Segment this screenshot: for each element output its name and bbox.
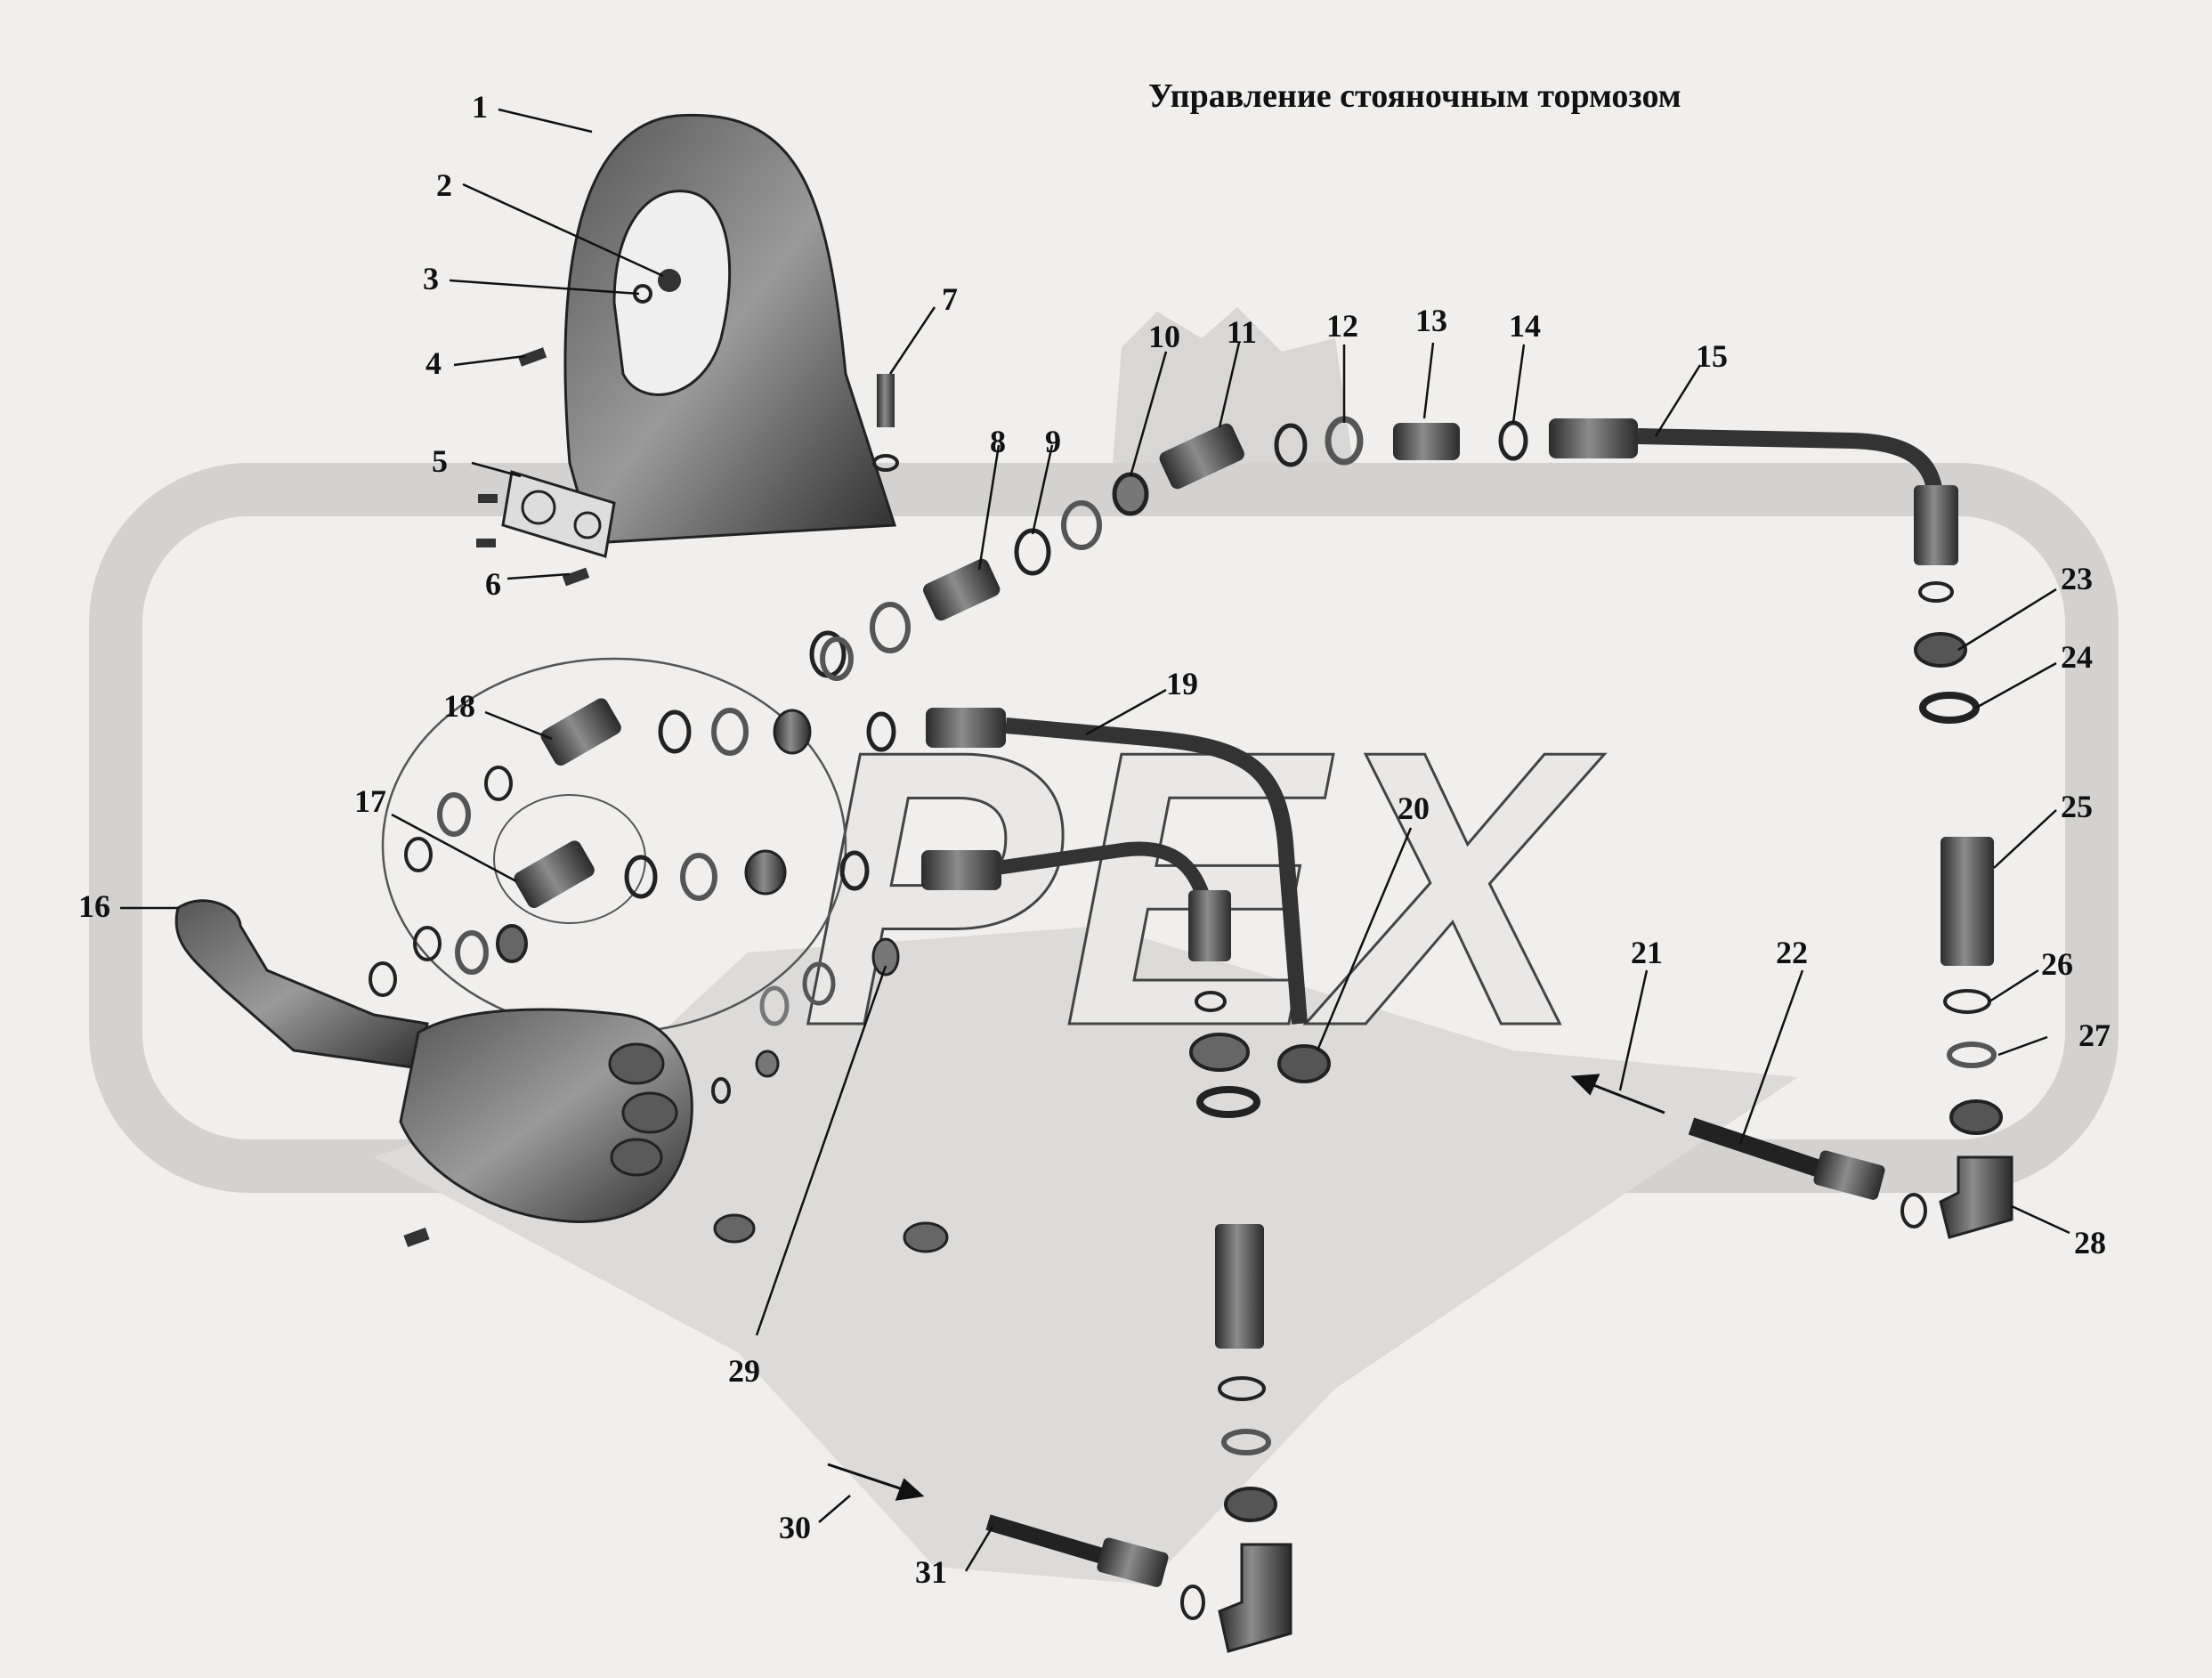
callout-8: 8	[990, 424, 1006, 459]
callout-31: 31	[915, 1554, 947, 1590]
callout-30: 30	[779, 1510, 811, 1545]
bottom-fittings	[985, 1224, 1292, 1653]
pipe-15	[1549, 418, 1958, 603]
callout-9: 9	[1045, 424, 1061, 459]
callout-5: 5	[432, 443, 448, 479]
callout-24: 24	[2061, 639, 2093, 675]
lever-housing	[563, 113, 897, 545]
screws	[403, 347, 899, 1248]
callout-10: 10	[1148, 319, 1180, 354]
callout-7: 7	[942, 281, 958, 317]
callout-4: 4	[425, 345, 442, 381]
callout-12: 12	[1326, 308, 1358, 344]
upper-fittings	[809, 416, 1528, 678]
direction-arrows	[827, 1074, 1665, 1501]
callout-21: 21	[1631, 935, 1663, 970]
callout-22: 22	[1776, 935, 1808, 970]
diagram-title: Управление стояночным тормозом	[1148, 77, 1681, 115]
callout-17: 17	[354, 783, 386, 819]
callout-1: 1	[472, 89, 488, 125]
callout-28: 28	[2074, 1225, 2106, 1261]
callout-29: 29	[728, 1353, 760, 1389]
callout-16: 16	[78, 888, 110, 924]
nuts	[713, 1213, 949, 1253]
valve-fittings	[369, 636, 900, 1104]
pipe-19	[926, 708, 1331, 1083]
callout-3: 3	[423, 261, 439, 296]
callout-25: 25	[2061, 789, 2093, 824]
callout-27: 27	[2078, 1017, 2111, 1053]
callout-13: 13	[1415, 303, 1447, 338]
callout-20: 20	[1398, 790, 1430, 826]
pipe-lower	[921, 841, 1260, 1118]
callout-numbers: 1 2 3 4 5 6 7 8 9 10 11 12 13 14 15 16 1…	[78, 89, 2111, 1590]
callout-11: 11	[1227, 314, 1257, 350]
callout-15: 15	[1696, 338, 1728, 374]
callout-23: 23	[2061, 561, 2093, 596]
fitting-22	[1688, 1117, 1927, 1228]
callout-14: 14	[1509, 308, 1541, 344]
callout-2: 2	[436, 167, 452, 203]
parking-brake-valve	[174, 899, 693, 1223]
leader-lines	[120, 108, 2070, 1572]
indicator-plate	[501, 470, 616, 558]
callout-26: 26	[2041, 946, 2073, 982]
callout-6: 6	[485, 566, 501, 602]
callout-18: 18	[443, 688, 475, 724]
callout-19: 19	[1166, 666, 1198, 701]
